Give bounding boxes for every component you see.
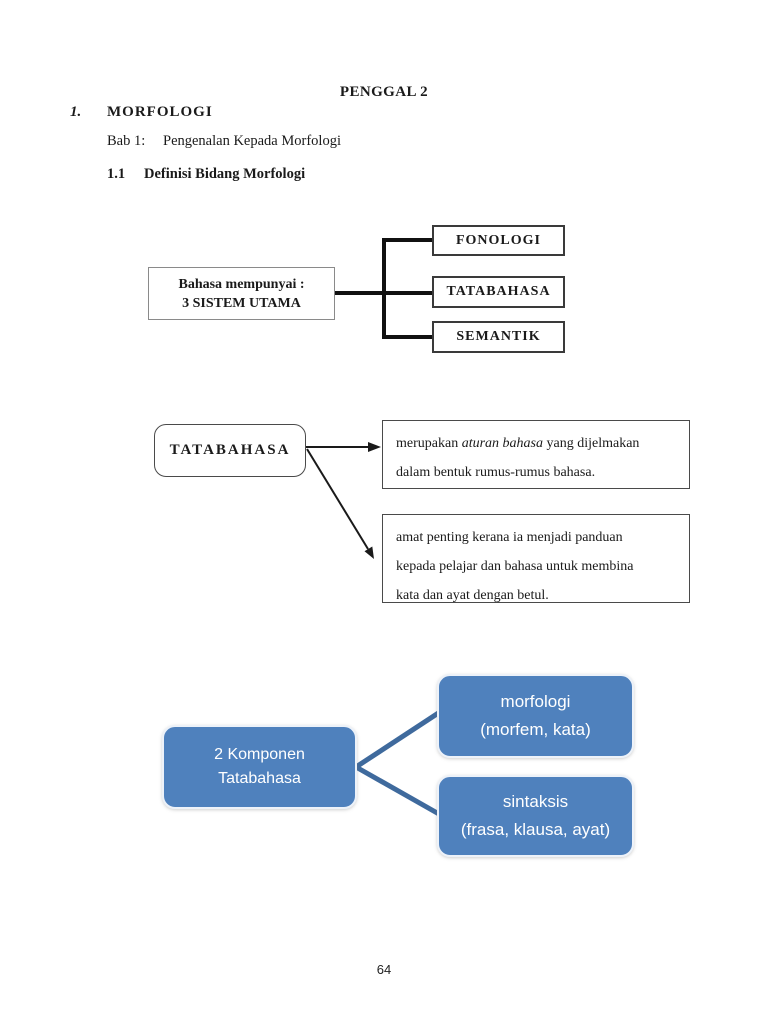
tatabahasa-system-box: TATABAHASA	[432, 276, 565, 308]
sintaksis-line2: (frasa, klausa, ayat)	[460, 820, 611, 839]
morfologi-line2: (morfem, kata)	[480, 720, 591, 739]
systems-connector-lines	[335, 238, 432, 339]
page-number: 64	[376, 962, 392, 977]
definition-1-line-2: dalam bentuk rumus-rumus bahasa.	[396, 465, 596, 480]
komponen-source-box: 2 Komponen Tatabahasa	[162, 725, 357, 809]
definition-2-line-3: kata dan ayat dengan betul.	[396, 588, 549, 603]
komponen-line2: Tatabahasa	[218, 770, 301, 787]
definition-2-line-2: kepada pelajar dan bahasa untuk membina	[396, 559, 634, 574]
definition-1-pre: merupakan	[396, 436, 462, 451]
definition-box-panduan: amat penting kerana ia menjadi panduan k…	[382, 514, 690, 603]
semantik-box: SEMANTIK	[432, 321, 565, 353]
page-title: PENGGAL 2	[339, 84, 429, 100]
sintaksis-line1: sintaksis	[502, 792, 569, 811]
section-title: MORFOLOGI	[107, 104, 213, 120]
chapter-label: Bab 1:	[107, 133, 146, 149]
komponen-line1: 2 Komponen	[214, 746, 305, 763]
definition-1-line-1: merupakan aturan bahasa yang dijelmakan	[396, 429, 676, 458]
bahasa-source-box: Bahasa mempunyai : 3 SISTEM UTAMA	[148, 267, 335, 320]
morfologi-component-box: morfologi (morfem, kata)	[437, 674, 634, 758]
section-number: 1.	[70, 104, 82, 120]
chapter-title: Pengenalan Kepada Morfologi	[163, 133, 341, 149]
subsection-title: Definisi Bidang Morfologi	[144, 166, 306, 182]
bahasa-source-line2: 3 SISTEM UTAMA	[182, 295, 301, 311]
definition-arrows	[306, 442, 381, 559]
definition-box-rumus: merupakan aturan bahasa yang dijelmakan …	[382, 420, 690, 489]
fonologi-box: FONOLOGI	[432, 225, 565, 256]
sintaksis-component-box: sintaksis (frasa, klausa, ayat)	[437, 775, 634, 857]
bahasa-source-line1: Bahasa mempunyai :	[178, 276, 305, 292]
morfologi-line1: morfologi	[500, 692, 571, 711]
definition-2-line-1: amat penting kerana ia menjadi panduan	[396, 530, 623, 545]
komponen-connector-lines	[354, 705, 448, 821]
subsection-number: 1.1	[107, 166, 126, 182]
definition-1-italic: aturan bahasa	[461, 436, 543, 451]
tatabahasa-source-box: TATABAHASA	[154, 424, 306, 477]
definition-1-post: yang dijelmakan	[543, 436, 640, 451]
